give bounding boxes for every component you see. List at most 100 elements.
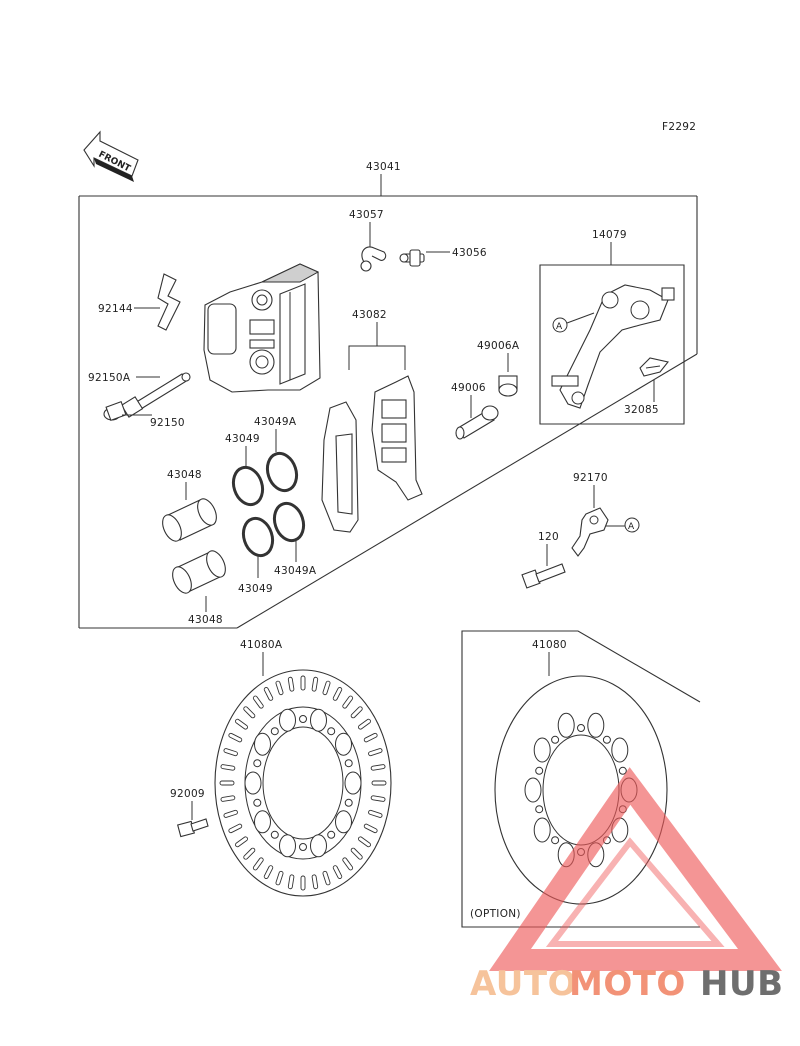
disc-window bbox=[310, 834, 327, 858]
part-43057: 43057 bbox=[349, 209, 387, 272]
disc-slot bbox=[370, 764, 386, 771]
disc-bolt-hole bbox=[253, 798, 262, 807]
part-43056: 43056 bbox=[399, 247, 487, 267]
part-43048-pistons: 43048 43048 bbox=[162, 469, 226, 626]
disc-slot bbox=[300, 675, 306, 691]
disc-slot bbox=[342, 857, 354, 871]
disc-slot bbox=[300, 875, 306, 891]
disc-bolt-hole bbox=[299, 843, 307, 851]
ref-a-clamp: A bbox=[628, 522, 635, 532]
part-43049-seals-bottom: 43049A 43049 bbox=[238, 501, 317, 595]
disc-window bbox=[244, 771, 262, 795]
label-43056: 43056 bbox=[452, 247, 487, 259]
disc-bolt-hole bbox=[602, 735, 611, 744]
disc-bolt-hole bbox=[344, 798, 353, 807]
front-arrow-icon: FRONT bbox=[83, 130, 139, 182]
disc-bolt-hole bbox=[327, 830, 336, 839]
disc-bolt-hole bbox=[577, 724, 585, 732]
disc-bolt-hole bbox=[327, 727, 336, 736]
disc-window bbox=[524, 777, 542, 803]
label-43048-top: 43048 bbox=[167, 469, 202, 481]
part-43082: 43082 bbox=[321, 309, 423, 533]
part-92009: 92009 bbox=[170, 788, 209, 838]
part-41080A-disc: 41080A bbox=[214, 639, 392, 897]
label-43057: 43057 bbox=[349, 209, 384, 221]
disc-slot bbox=[332, 865, 343, 880]
disc-slot bbox=[287, 676, 295, 692]
option-frame: 41080 (OPTION) bbox=[461, 630, 701, 928]
disc-bolt-hole bbox=[535, 766, 544, 775]
disc-slot bbox=[228, 823, 243, 834]
label-43082: 43082 bbox=[352, 309, 387, 321]
watermark-hub: HUB bbox=[700, 964, 783, 1004]
label-41080A: 41080A bbox=[240, 639, 283, 651]
disc-slot bbox=[363, 732, 378, 743]
disc-slot bbox=[311, 676, 319, 692]
disc-slot bbox=[350, 706, 363, 719]
ref-a-bracket: A bbox=[556, 322, 563, 332]
disc-slot bbox=[219, 780, 235, 786]
disc-slot bbox=[371, 780, 387, 786]
disc-bolt-hole bbox=[618, 766, 627, 775]
label-49006: 49006 bbox=[451, 382, 486, 394]
disc-slot bbox=[287, 874, 295, 890]
disc-bolt-hole bbox=[535, 805, 544, 814]
label-92144: 92144 bbox=[98, 303, 133, 315]
disc-slot bbox=[368, 748, 383, 757]
disc-slot bbox=[311, 874, 319, 890]
part-120: 120 bbox=[521, 531, 566, 589]
disc-slot bbox=[332, 686, 343, 701]
label-43041: 43041 bbox=[366, 161, 401, 173]
disc-slot bbox=[322, 870, 331, 886]
disc-slot bbox=[220, 764, 236, 771]
disc-slot bbox=[358, 718, 371, 730]
disc-slot bbox=[235, 836, 248, 848]
part-49006: 49006 bbox=[451, 382, 499, 440]
disc-slot bbox=[368, 809, 383, 818]
disc-slot bbox=[228, 732, 243, 743]
disc-slot bbox=[252, 695, 264, 709]
label-41080: 41080 bbox=[532, 639, 567, 651]
part-49006A: 49006A bbox=[477, 340, 520, 397]
disc-window bbox=[254, 810, 271, 834]
label-120: 120 bbox=[538, 531, 559, 543]
label-43049-bottom: 43049 bbox=[238, 583, 273, 595]
disc-window bbox=[533, 737, 551, 763]
disc-window bbox=[279, 834, 296, 858]
watermark-logo: AUTO MOTO HUB bbox=[470, 767, 783, 1004]
part-43049-seals-top: 43049A 43049 bbox=[225, 416, 299, 507]
caliper-assembly-frame: 43041 bbox=[78, 161, 698, 629]
disc-window bbox=[279, 708, 296, 732]
disc-slot bbox=[235, 718, 248, 730]
disc-slot bbox=[363, 823, 378, 834]
disc-slot bbox=[223, 809, 238, 818]
disc-bolt-hole bbox=[344, 759, 353, 768]
disc-slot bbox=[252, 857, 264, 871]
part-14079: 14079 A bbox=[539, 229, 685, 425]
part-92144: 92144 bbox=[98, 273, 181, 331]
part-caliper-body bbox=[203, 263, 321, 393]
label-92170: 92170 bbox=[573, 472, 608, 484]
disc-bolt-hole bbox=[551, 735, 560, 744]
figure-code: F2292 bbox=[662, 121, 696, 133]
label-14079: 14079 bbox=[592, 229, 627, 241]
disc-slot bbox=[263, 865, 274, 880]
watermark-moto: MOTO bbox=[569, 964, 686, 1004]
disc-slot bbox=[243, 847, 256, 860]
label-92150: 92150 bbox=[150, 417, 185, 429]
disc-window bbox=[533, 817, 551, 843]
disc-bolt-hole bbox=[253, 759, 262, 768]
label-43048-bottom: 43048 bbox=[188, 614, 223, 626]
disc-window bbox=[310, 708, 327, 732]
part-92150A: 92150A bbox=[88, 372, 191, 418]
disc-bolt-hole bbox=[299, 715, 307, 723]
label-49006A: 49006A bbox=[477, 340, 520, 352]
disc-bolt-hole bbox=[551, 836, 560, 845]
label-43049-top: 43049 bbox=[225, 433, 260, 445]
disc-window bbox=[587, 712, 605, 738]
disc-window bbox=[611, 737, 629, 763]
disc-window bbox=[335, 732, 352, 756]
label-32085: 32085 bbox=[624, 404, 659, 416]
disc-slot bbox=[358, 836, 371, 848]
